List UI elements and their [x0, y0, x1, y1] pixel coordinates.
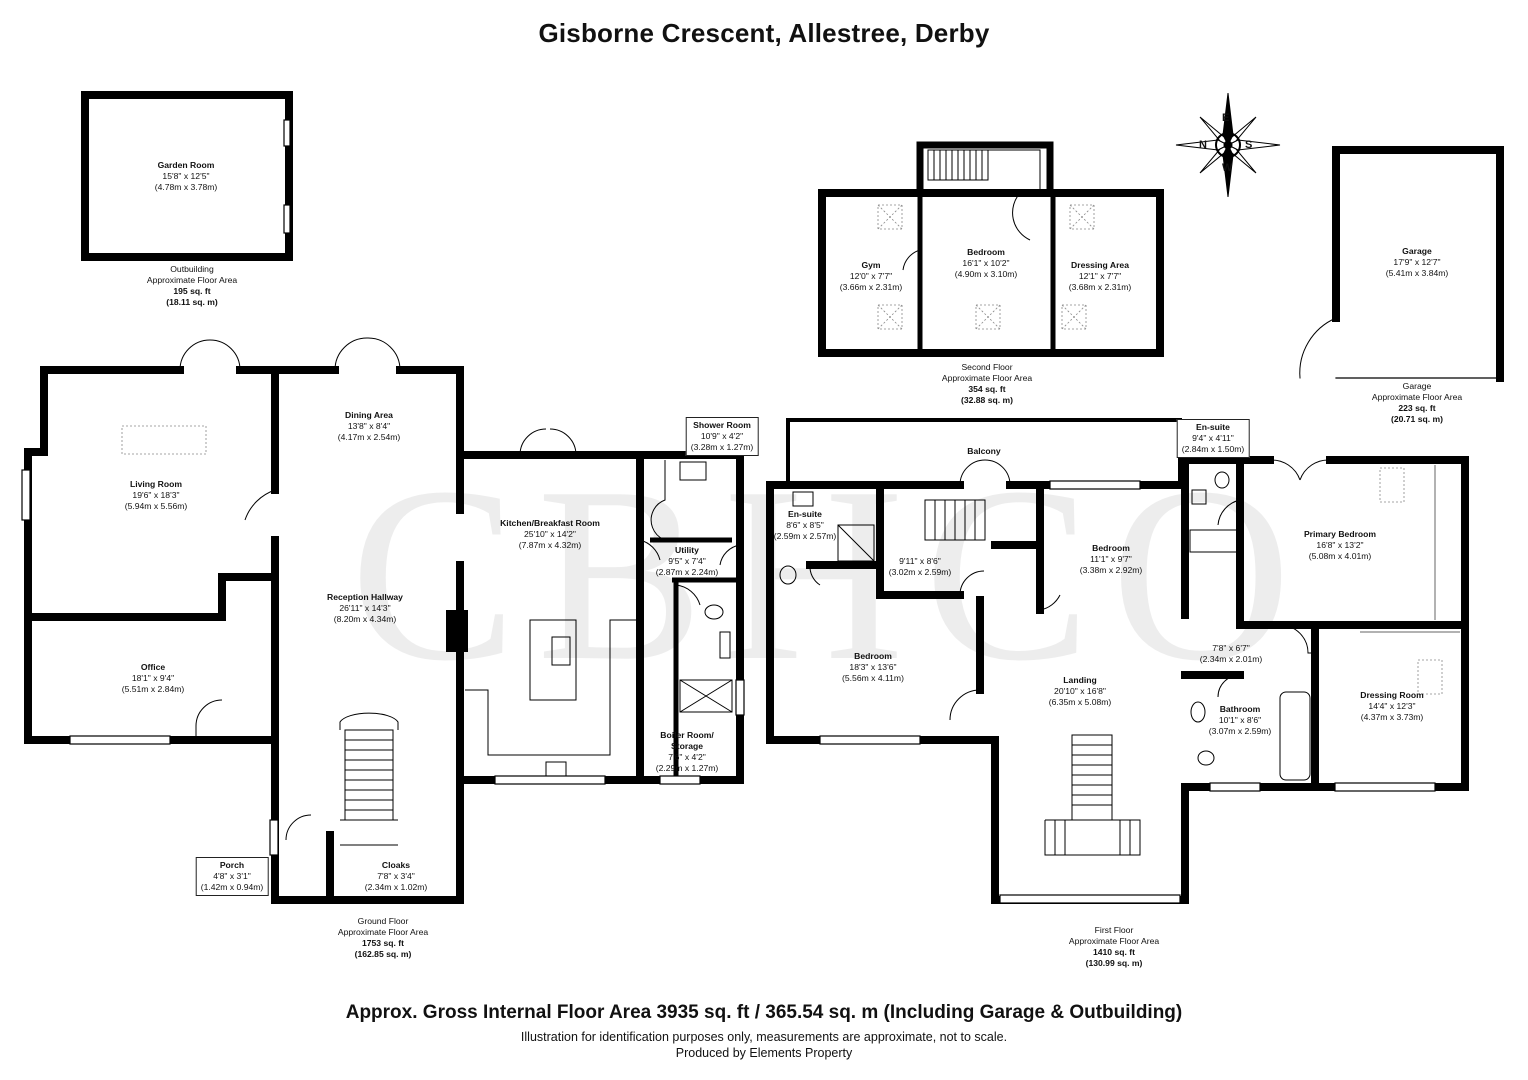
compass-s-label: S [1245, 139, 1253, 151]
compass-e-label: E [1222, 112, 1230, 124]
compass-n-label: N [1199, 139, 1207, 151]
producer-credit: Produced by Elements Property [675, 1046, 853, 1060]
compass-w-label: W [1222, 162, 1233, 174]
first-floor-stairs [924, 499, 1141, 856]
watermark: CBHCO [350, 436, 1312, 713]
second-floor-stairs [927, 149, 1041, 191]
room-unnamed-first: 9'11" x 8'6"(3.02m x 2.59m) [888, 556, 952, 577]
garage-walls [1332, 146, 1504, 382]
gross-area-summary: Approx. Gross Internal Floor Area 3935 s… [345, 1002, 1183, 1023]
page-title: Gisborne Crescent, Allestree, Derby [538, 18, 990, 48]
second-floor-walls [818, 189, 1164, 357]
room-unnamed-small: 7'8" x 6'7"(2.34m x 2.01m) [1199, 643, 1263, 664]
room-balcony: Balcony [967, 446, 1001, 456]
first-floor-walls [766, 456, 1469, 904]
disclaimer: Illustration for identification purposes… [520, 1030, 1008, 1044]
outbuilding-walls [81, 91, 293, 261]
kitchen-island [529, 619, 577, 701]
compass-icon [1175, 92, 1281, 198]
ground-floor-stairs [339, 712, 399, 846]
